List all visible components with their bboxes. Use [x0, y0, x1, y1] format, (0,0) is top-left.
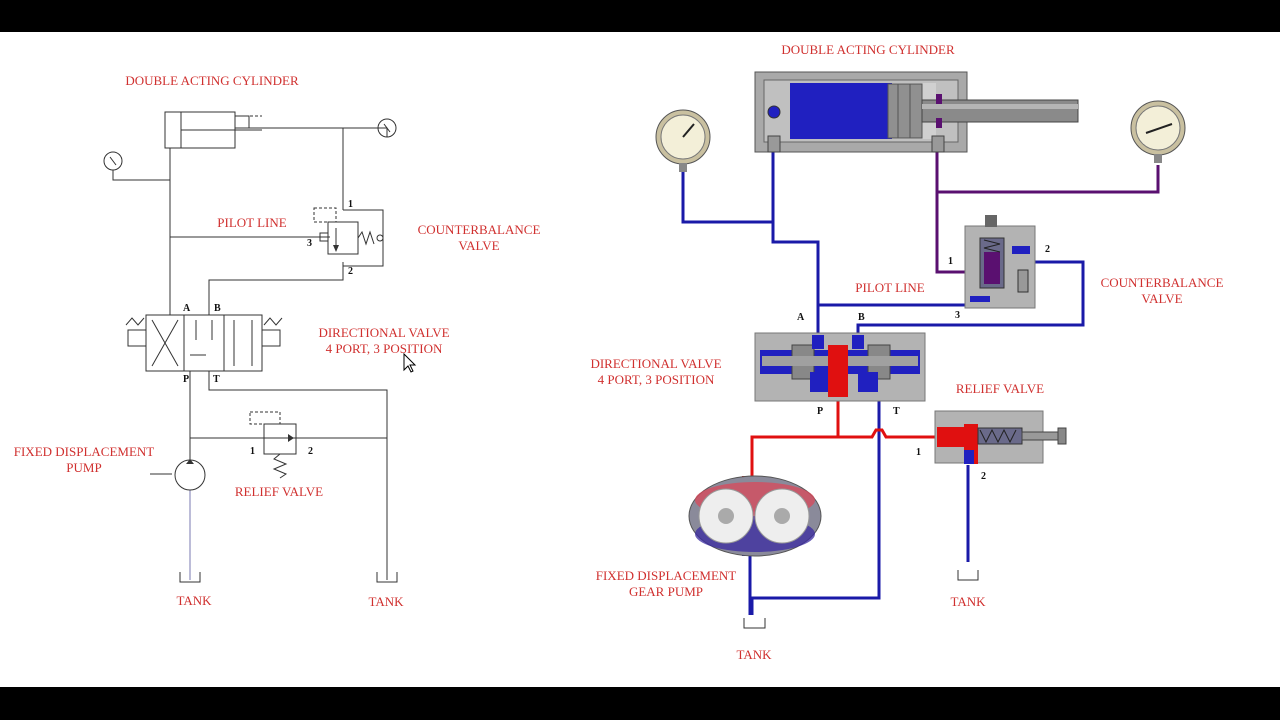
pictorial-tank-right-label: TANK: [950, 594, 986, 609]
schematic-tank-right-label: TANK: [368, 594, 404, 609]
pictorial-port-p: P: [817, 406, 823, 417]
pictorial-gear-pump-label-1: FIXED DISPLACEMENT: [596, 568, 737, 583]
schematic-tank-left-label: TANK: [176, 593, 212, 608]
schematic-directional-label-2: 4 PORT, 3 POSITION: [326, 341, 443, 356]
pictorial-cylinder-label: DOUBLE ACTING CYLINDER: [781, 42, 955, 57]
pictorial-directional-label-2: 4 PORT, 3 POSITION: [598, 372, 715, 387]
schematic-cylinder-icon: [164, 111, 262, 149]
schematic-pump-label-2: PUMP: [66, 460, 101, 475]
pictorial-counterbalance-icon: [964, 215, 1036, 309]
schematic-panel: DOUBLE ACTING CYLINDER: [14, 73, 541, 609]
schematic-port-2-cb: 2: [348, 266, 353, 277]
schematic-pump-label-1: FIXED DISPLACEMENT: [14, 444, 155, 459]
schematic-directional-valve-icon: [125, 314, 283, 372]
pictorial-directional-valve-icon: [754, 332, 926, 402]
content-background: [0, 32, 1280, 687]
schematic-port-3-cb: 3: [307, 238, 312, 249]
schematic-port-a: A: [183, 303, 191, 314]
pictorial-tank-left-icon: [743, 618, 766, 629]
pictorial-lines: [681, 150, 1160, 615]
pictorial-port-3-cb: 3: [955, 310, 960, 321]
schematic-port-t: T: [213, 374, 220, 385]
schematic-counterbalance-label-2: VALVE: [458, 238, 499, 253]
pictorial-relief-label: RELIEF VALVE: [956, 381, 1044, 396]
bottom-letterbox: [0, 687, 1280, 720]
pictorial-tank-left-label: TANK: [736, 647, 772, 662]
pictorial-pilot-line-label: PILOT LINE: [855, 280, 925, 295]
pictorial-port-t: T: [893, 406, 900, 417]
pictorial-port-2-cb: 2: [1045, 244, 1050, 255]
schematic-relief-label: RELIEF VALVE: [235, 484, 323, 499]
schematic-cylinder-label: DOUBLE ACTING CYLINDER: [125, 73, 299, 88]
pictorial-cylinder-icon: [754, 71, 1079, 153]
pictorial-directional-label-1: DIRECTIONAL VALVE: [590, 356, 721, 371]
cursor-icon: [403, 352, 417, 373]
schematic-counterbalance-label-1: COUNTERBALANCE: [418, 222, 541, 237]
pictorial-port-1-cb: 1: [948, 256, 953, 267]
pictorial-gear-pump-label-2: GEAR PUMP: [629, 584, 703, 599]
gear-pump-icon: [688, 475, 822, 557]
schematic-counterbalance-icon: [313, 207, 384, 255]
pictorial-gauge-left-icon: [655, 109, 711, 172]
schematic-directional-label-1: DIRECTIONAL VALVE: [318, 325, 449, 340]
schematic-pump-icon: [174, 459, 206, 491]
top-letterbox: [0, 0, 1280, 32]
pictorial-tank-right-icon: [957, 570, 979, 581]
schematic-port-2-relief: 2: [308, 446, 313, 457]
pictorial-panel: DOUBLE ACTING CYLINDER: [590, 42, 1223, 662]
schematic-port-1-cb: 1: [348, 199, 353, 210]
schematic-relief-valve-icon: [249, 411, 297, 479]
pictorial-port-2-relief: 2: [981, 471, 986, 482]
schematic-tank-right-icon: [376, 572, 398, 583]
schematic-port-b: B: [214, 303, 221, 314]
pictorial-port-a: A: [797, 312, 805, 323]
schematic-pilot-line-label: PILOT LINE: [217, 215, 287, 230]
pictorial-port-b: B: [858, 312, 865, 323]
schematic-tank-left-icon: [179, 572, 201, 583]
pictorial-relief-valve-icon: [934, 410, 1067, 464]
pictorial-port-1-relief: 1: [916, 447, 921, 458]
pictorial-counterbalance-label-1: COUNTERBALANCE: [1101, 275, 1224, 290]
schematic-port-p: P: [183, 374, 189, 385]
schematic-port-1-relief: 1: [250, 446, 255, 457]
pictorial-gauge-right-icon: [1130, 100, 1186, 163]
pictorial-counterbalance-label-2: VALVE: [1141, 291, 1182, 306]
